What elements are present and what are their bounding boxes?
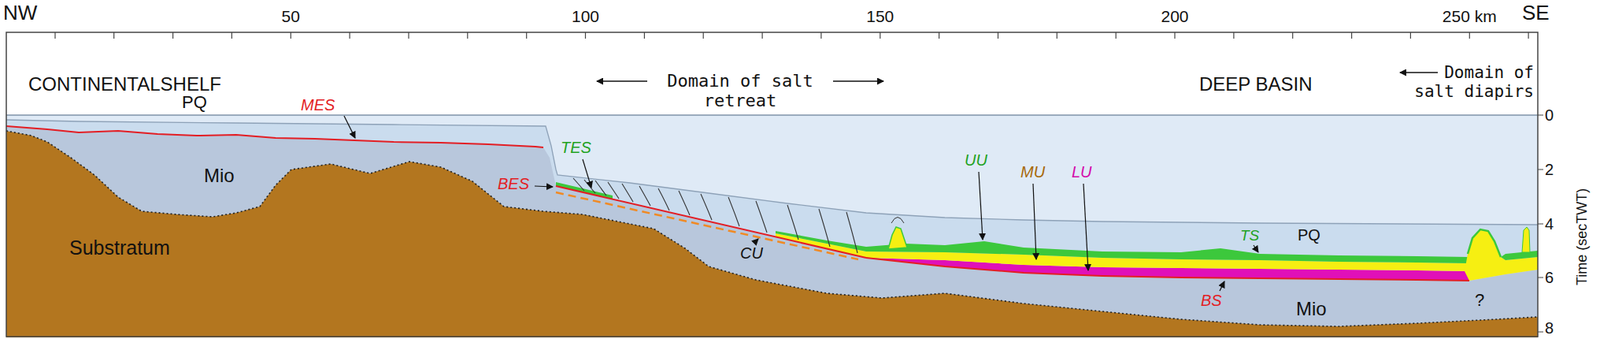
unit-label: Mio (203, 164, 235, 187)
fault-lines (573, 177, 858, 253)
unit-label: UU (964, 151, 988, 170)
diapir-arch (891, 217, 904, 224)
distance-label: 150 (866, 7, 894, 26)
leader-arrows (344, 115, 1259, 291)
section-frame (6, 32, 1538, 337)
unit-label: LU (1071, 162, 1093, 182)
distance-ticks (55, 32, 1529, 39)
domain-label: Domain of salt retreat (661, 70, 819, 112)
time-label: 2 (1544, 160, 1554, 179)
time-label: 4 (1544, 214, 1554, 234)
upper-unit-right (1500, 250, 1538, 260)
domain-arrow (596, 80, 648, 82)
cu-horizon (555, 192, 859, 260)
domain-arrow (833, 80, 884, 82)
horizon-label: CU (740, 244, 763, 263)
horizon-label: BES (497, 174, 530, 193)
unit-label: Mio (1296, 297, 1327, 320)
distance-label: 200 (1160, 7, 1189, 26)
mes-horizon (6, 125, 544, 148)
direction-label: NW (3, 1, 38, 26)
unit-label: PQ (181, 92, 208, 112)
substratum-unit (6, 130, 1538, 338)
distance-label: 100 (571, 7, 600, 26)
substratum-top (6, 130, 1538, 326)
horizon-label: TS (1240, 226, 1260, 245)
region-label: CONTINENTALSHELF (28, 73, 222, 96)
salt-spike (1522, 226, 1530, 252)
small-diapir (888, 226, 908, 249)
unit-label: PQ (1297, 225, 1321, 245)
sea-surface (6, 114, 1538, 116)
horizon-label: BS (1200, 291, 1223, 310)
distance-label: 250 km (1442, 7, 1497, 26)
unit-label: TES (560, 138, 592, 157)
time-label: 0 (1544, 106, 1554, 125)
diapir-rim (1467, 229, 1501, 257)
bs-horizon (866, 257, 1470, 281)
unit-label: MU (1020, 162, 1045, 182)
time-label: 6 (1544, 268, 1554, 287)
unit-label: Substratum (69, 236, 171, 260)
domain-label: Domain of salt diapirs (1403, 62, 1534, 101)
domain-arrow (1400, 71, 1438, 74)
horizon-label: MES (300, 96, 335, 115)
direction-label: SE (1522, 1, 1550, 26)
bes-horizon (555, 185, 867, 258)
region-label: DEEP BASIN (1199, 73, 1313, 96)
water-column (6, 114, 1538, 338)
time-label: 8 (1544, 318, 1554, 338)
upper-unit (775, 230, 1470, 263)
pq-unit (6, 119, 1538, 338)
distance-label: 50 (281, 7, 300, 26)
query-mark: ? (1474, 289, 1485, 310)
axis-title: Time (secTWT) (1574, 187, 1592, 285)
miocene-unit (6, 125, 1538, 338)
seafloor-line (6, 119, 1538, 225)
time-ticks (1537, 114, 1544, 332)
